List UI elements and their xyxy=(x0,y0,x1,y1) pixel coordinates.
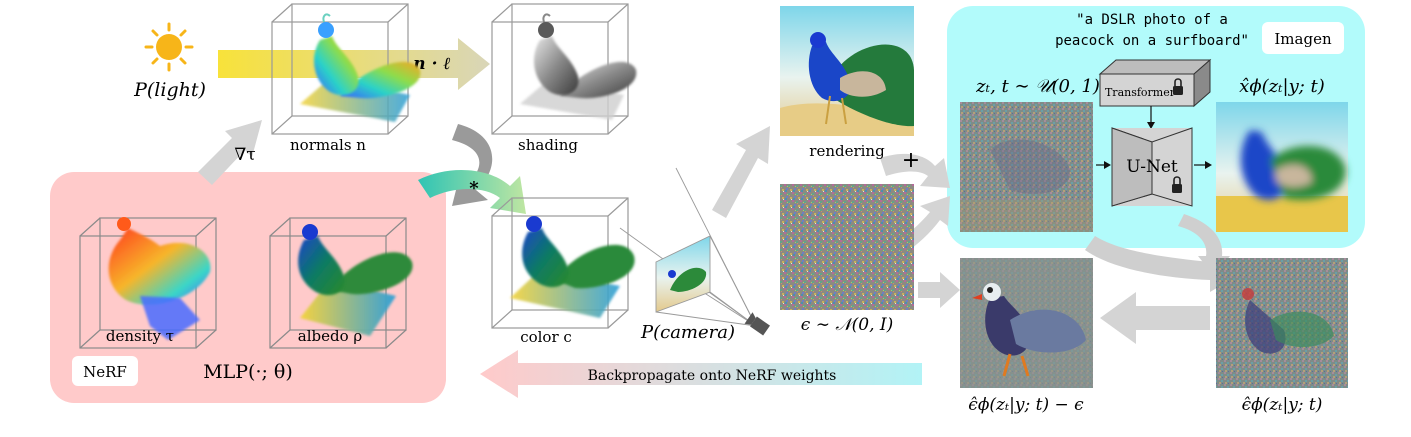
prompt-line-2: peacock on a surfboard" xyxy=(1055,33,1249,49)
imagen-to-epshat-arrow xyxy=(1085,236,1244,292)
zt-to-unet-arrowhead xyxy=(1104,161,1111,169)
gradient-arrow xyxy=(198,120,262,185)
residual-label: ϵ̂ϕ(zₜ|y; t) − ϵ xyxy=(968,395,1084,415)
albedo-to-color-arrow xyxy=(418,169,526,214)
noise-image xyxy=(780,184,914,310)
xhat-label: x̂ϕ(zₜ|y; t) xyxy=(1239,76,1325,97)
camera-label: P(camera) xyxy=(640,322,735,343)
light-arrow xyxy=(218,38,490,90)
rendering-to-imagen-arrow xyxy=(880,153,950,188)
normals-label: normals n xyxy=(290,136,366,154)
backprop-arrow xyxy=(480,350,922,398)
transformer-to-unet-arrowhead xyxy=(1147,122,1155,129)
rendering-label: rendering xyxy=(809,142,885,160)
transformer-label: Transformer xyxy=(1105,86,1176,99)
sun-icon xyxy=(144,22,194,72)
plus-label: + xyxy=(902,148,920,173)
unet-lock-icon xyxy=(1172,176,1182,193)
noise-label: ϵ ∼ 𝒩(0, I) xyxy=(801,315,893,335)
transformer-block: Transformer xyxy=(1098,58,1212,108)
xhat-image xyxy=(1216,102,1348,232)
albedo-label: albedo ρ xyxy=(298,327,363,345)
nerf-badge: NeRF xyxy=(83,363,127,381)
camera-image-plane xyxy=(655,235,711,313)
noise-to-residual-arrow xyxy=(918,272,960,308)
imagen-badge-box xyxy=(1262,22,1344,54)
imagen-badge: Imagen xyxy=(1274,30,1332,48)
eps-hat-label: ϵ̂ϕ(zₜ|y; t) xyxy=(1242,395,1323,415)
color-label: color c xyxy=(520,328,572,346)
unet-label: U-Net xyxy=(1126,157,1178,177)
gradient-label: ∇τ xyxy=(234,145,255,165)
zt-image xyxy=(960,102,1093,232)
shading-peacock-icon xyxy=(520,13,637,120)
shading-label: shading xyxy=(518,136,578,154)
residual-image xyxy=(960,258,1093,388)
density-peacock-icon xyxy=(108,217,211,340)
multiply-label: * xyxy=(469,178,479,199)
color-peacock-icon xyxy=(510,216,635,318)
normals-peacock-icon xyxy=(300,13,421,122)
density-label: density τ xyxy=(106,327,174,345)
rendering-image xyxy=(780,6,914,136)
prompt-line-1: "a DSLR photo of a xyxy=(1076,12,1228,28)
eps-hat-image xyxy=(1216,258,1348,388)
nerf-badge-box xyxy=(72,356,138,386)
to-rendering-arrow xyxy=(712,126,770,218)
mlp-label: MLP(·; θ) xyxy=(203,361,293,383)
nerf-panel xyxy=(50,172,446,403)
camera-icon xyxy=(744,312,770,336)
transformer-lock-icon xyxy=(1173,78,1183,95)
light-label: P(light) xyxy=(133,79,206,101)
epshat-to-residual-arrow xyxy=(1100,292,1210,344)
albedo-peacock-icon xyxy=(298,224,413,336)
unet-to-xhat-arrowhead xyxy=(1205,161,1212,169)
unet-block: U-Net xyxy=(1111,127,1193,207)
normals-cube xyxy=(271,3,409,135)
backprop-label: Backpropagate onto NeRF weights xyxy=(588,368,837,384)
zt-label: zₜ, t ∼ 𝒰(0, 1) xyxy=(975,76,1100,97)
dot-product-label: n · ℓ xyxy=(413,54,450,74)
